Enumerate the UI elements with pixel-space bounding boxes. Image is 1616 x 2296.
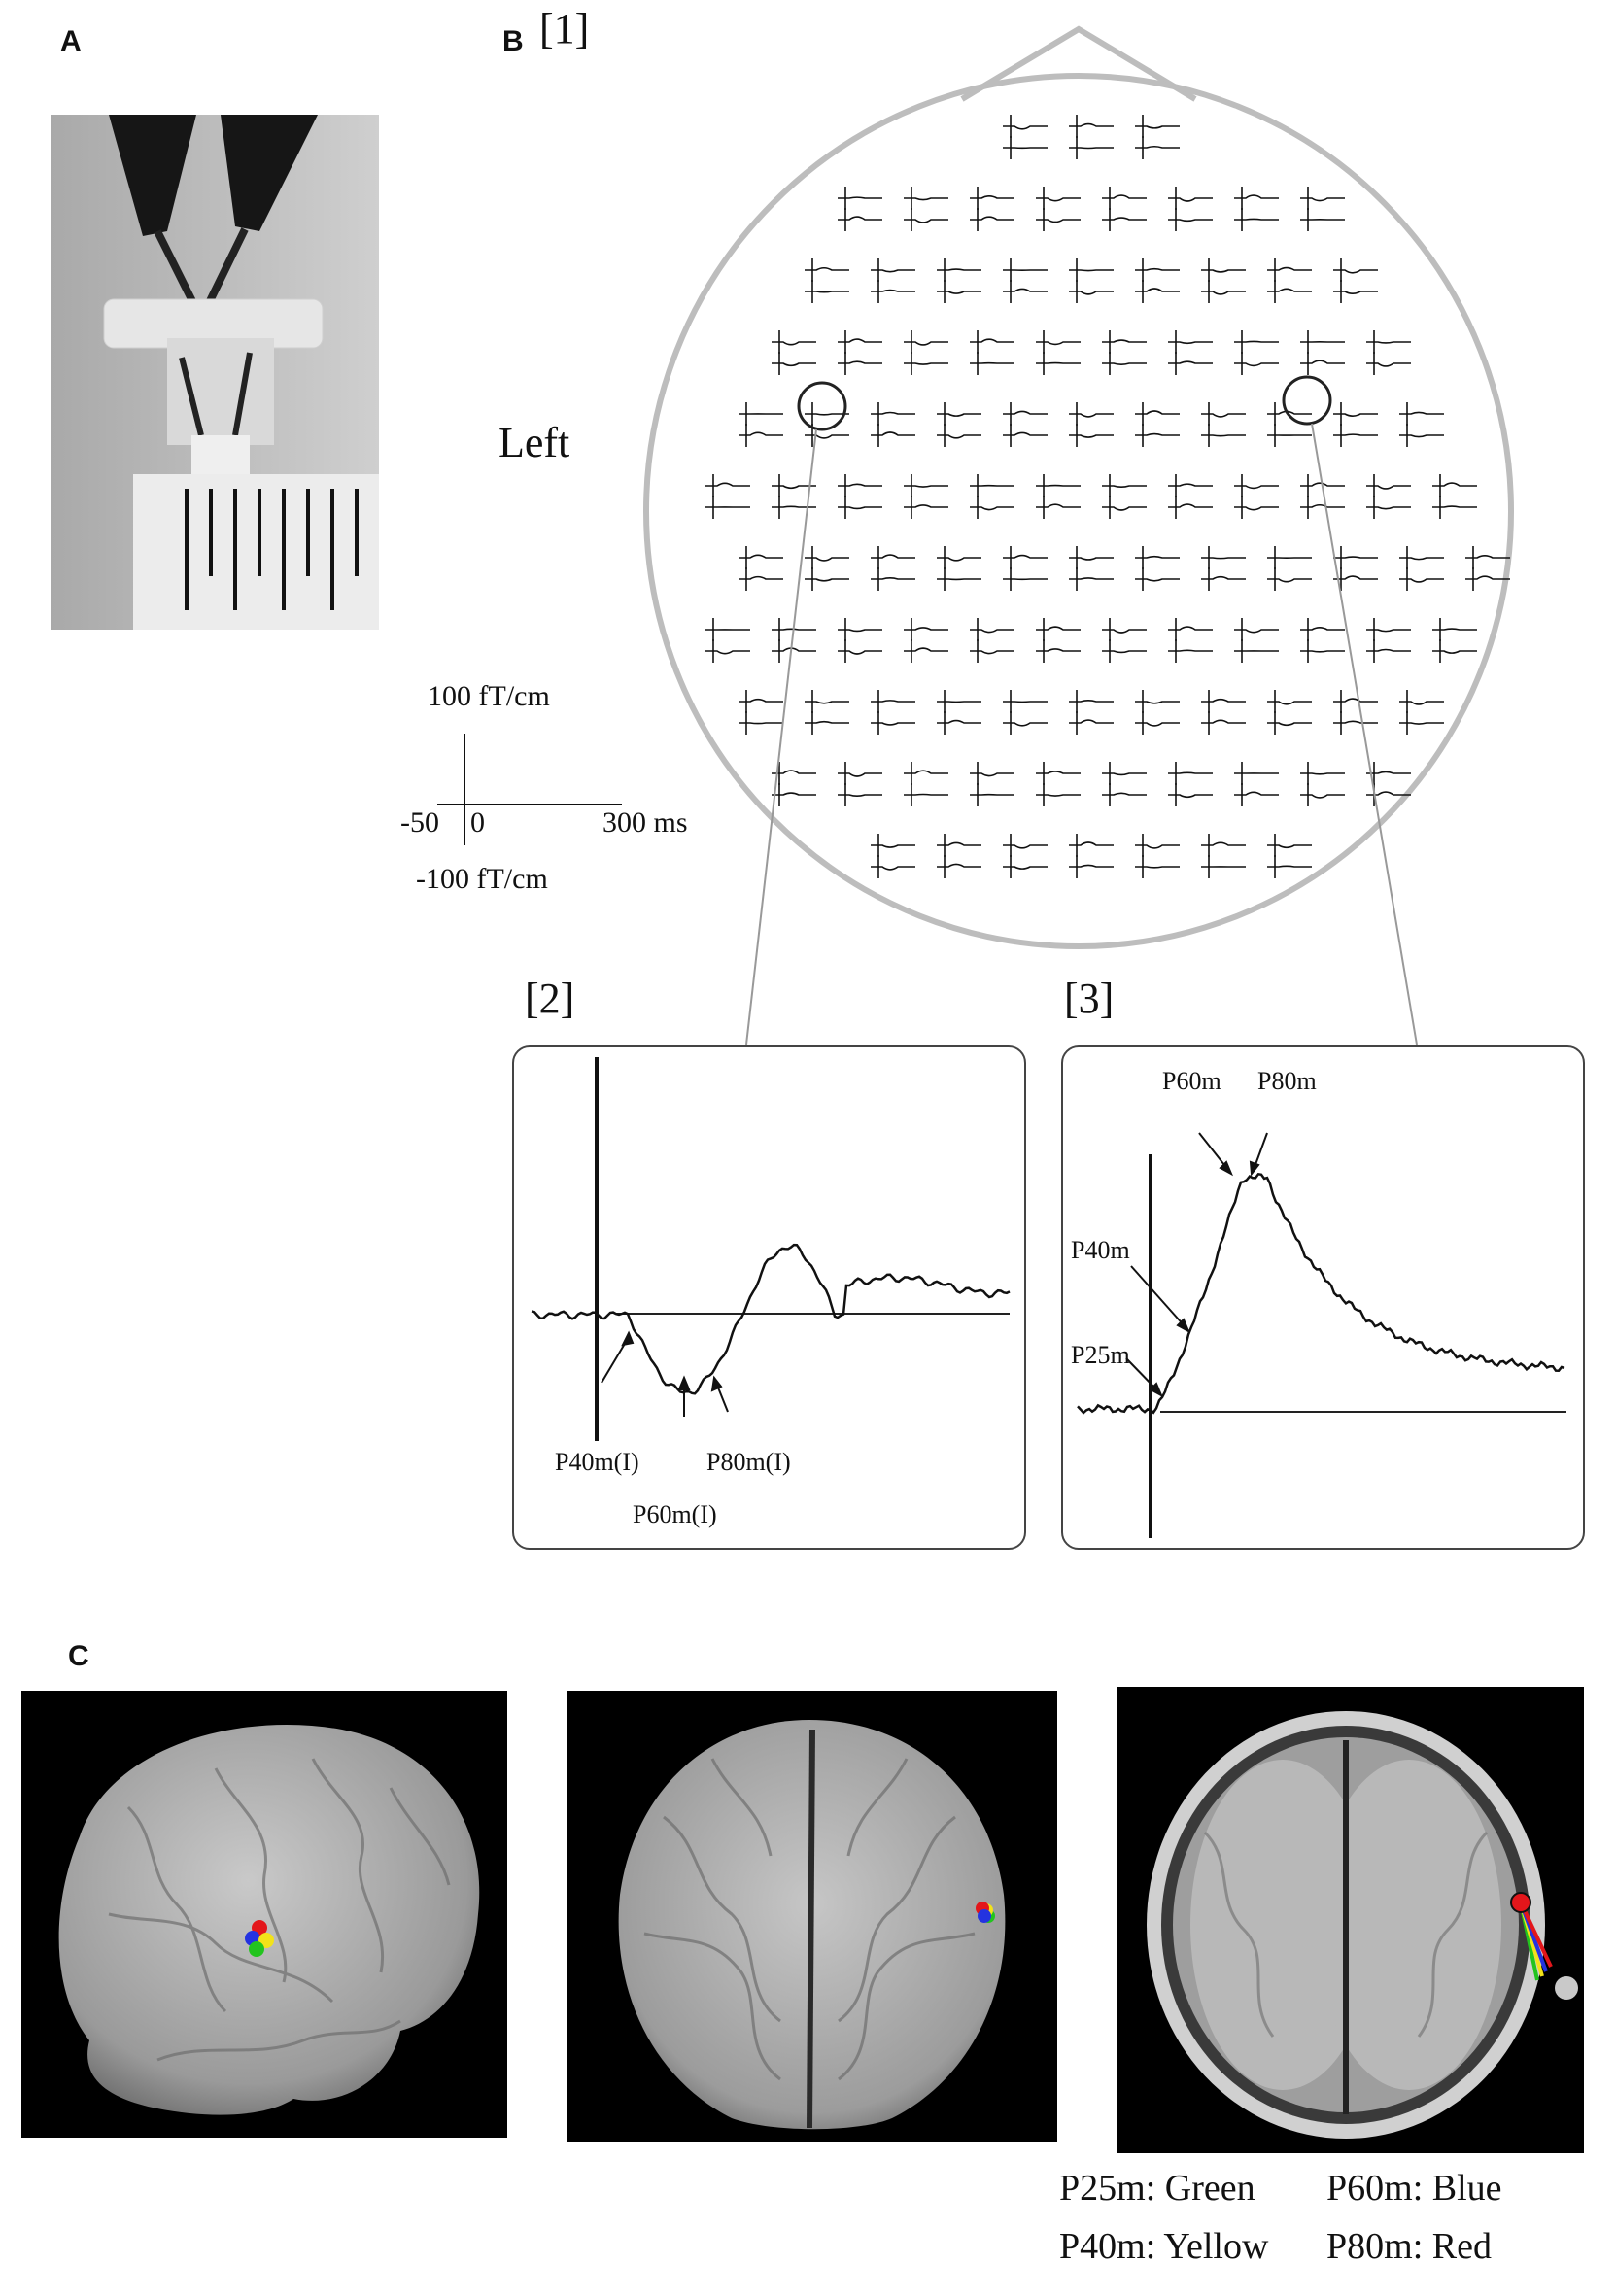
panel-b-letter: B xyxy=(502,25,524,57)
left-sensor-highlight xyxy=(797,381,847,431)
zoom-line-right xyxy=(1311,423,1418,1045)
legend-p40m: P40m: Yellow xyxy=(1059,2226,1269,2267)
brain-lateral-view xyxy=(21,1691,507,2138)
panel-c-letter: C xyxy=(68,1640,89,1672)
scale-x-right: 300 ms xyxy=(602,806,688,839)
stimulator-drawing xyxy=(51,115,379,630)
scale-y-bottom: -100 fT/cm xyxy=(416,863,548,895)
inset-3-trace xyxy=(1077,1132,1566,1538)
scale-x-zero: 0 xyxy=(470,806,485,839)
legend-p80m: P80m: Red xyxy=(1326,2226,1492,2267)
inset-3-label-p25m: P25m xyxy=(1071,1341,1130,1369)
right-sensor-highlight xyxy=(1282,375,1332,426)
scale-x-left: -50 xyxy=(400,806,439,839)
scale-y-top: 100 fT/cm xyxy=(428,680,550,712)
inset-3-label-p80m: P80m xyxy=(1257,1067,1317,1095)
stimulator-photo xyxy=(51,115,379,630)
brain-lateral-render xyxy=(58,1724,480,2115)
inset-3-waveform: P25m P40m P60m P80m xyxy=(1061,1045,1585,1550)
scale-bar: 100 fT/cm -50 0 300 ms -100 fT/cm xyxy=(389,670,700,895)
brain-mri-slice xyxy=(1117,1687,1584,2153)
zoom-line-left xyxy=(745,428,817,1045)
sensor-helmet xyxy=(643,25,1514,1045)
inset-2-label-p80m: P80m(I) xyxy=(706,1448,791,1476)
inset-2-label-p60m: P60m(I) xyxy=(633,1500,717,1528)
legend-p25m: P25m: Green xyxy=(1059,2168,1255,2209)
inset-2-trace xyxy=(531,1057,1011,1441)
legend-p60m: P60m: Blue xyxy=(1326,2168,1502,2209)
brain-top-view xyxy=(567,1691,1057,2142)
panel-b-sublabel-1: [1] xyxy=(539,5,590,52)
helmet-outline xyxy=(643,73,1514,949)
panel-a-letter: A xyxy=(60,25,82,57)
mri-slice-render xyxy=(1147,1711,1578,2139)
inset-2-waveform: P40m(I) P60m(I) P80m(I) xyxy=(512,1045,1026,1550)
helmet-nose-marker xyxy=(960,25,1197,102)
brain-top-render xyxy=(618,1720,1006,2130)
ruler-ticks xyxy=(185,489,359,610)
inset-3-label-p40m: P40m xyxy=(1071,1236,1130,1264)
inset-3-label: [3] xyxy=(1064,975,1115,1022)
inset-2-label: [2] xyxy=(525,975,575,1022)
inset-3-label-p60m: P60m xyxy=(1162,1067,1221,1095)
inset-2-label-p40m: P40m(I) xyxy=(555,1448,639,1476)
left-hemisphere-label: Left xyxy=(499,419,570,466)
sensor-waveform-grid xyxy=(705,115,1510,878)
